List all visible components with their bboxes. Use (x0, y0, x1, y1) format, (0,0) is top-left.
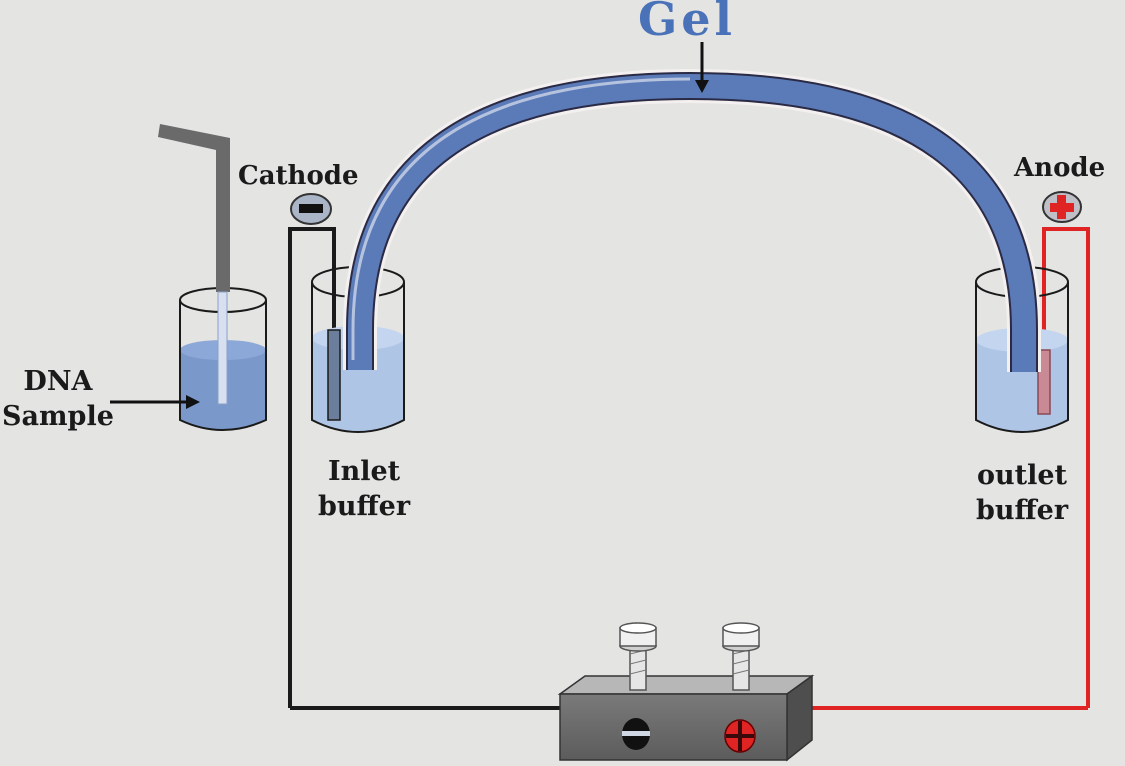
power-supply-box (557, 622, 815, 762)
dna-sample-label: DNA Sample (2, 364, 114, 434)
anode-wire (812, 227, 1090, 710)
dna-sample-label-line-2: Sample (2, 401, 114, 433)
inlet-buffer-label: Inlet buffer (318, 454, 410, 524)
inlet-buffer-label-line-2: buffer (318, 491, 411, 523)
gel-capillary (343, 68, 1041, 372)
cathode-electrode (327, 329, 341, 421)
outlet-buffer-label-line-1: outlet (977, 460, 1068, 491)
cathode-label: Cathode (238, 161, 359, 191)
plus-terminal-icon (1042, 191, 1082, 223)
right-terminal-screw (722, 622, 760, 691)
gel-arrow (695, 42, 709, 93)
cathode-wire (288, 227, 560, 710)
dna-sample-label-line-1: DNA (23, 366, 93, 397)
power-supply-plus-icon (724, 719, 756, 753)
gel-label: Gel (638, 0, 737, 46)
outlet-buffer-label-line-2: buffer (976, 495, 1069, 527)
power-supply-minus-icon (622, 718, 650, 750)
inlet-buffer-label-line-1: Inlet (327, 456, 401, 487)
outlet-buffer-label: outlet buffer (976, 458, 1068, 528)
sample-capillary (158, 124, 230, 405)
left-terminal-screw (619, 622, 657, 691)
minus-terminal-icon (290, 193, 332, 225)
anode-label: Anode (1014, 153, 1106, 183)
dna-sample-arrow (110, 395, 200, 409)
